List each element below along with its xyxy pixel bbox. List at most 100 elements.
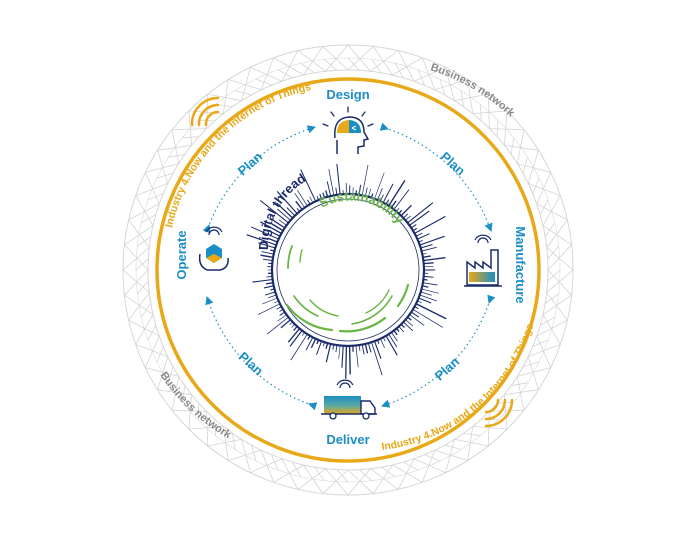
mesh-line — [413, 66, 446, 82]
operate-hand-icon — [198, 226, 229, 271]
burst-spike — [277, 314, 287, 322]
mesh-line — [460, 90, 465, 107]
burst-spike — [326, 181, 332, 197]
digital-thread-ring — [270, 192, 426, 348]
mesh-line — [181, 385, 186, 403]
mesh-line — [546, 219, 568, 248]
mesh-line — [182, 136, 199, 139]
mesh-line — [297, 50, 326, 72]
mesh-line — [277, 69, 293, 79]
burst-spike — [250, 226, 279, 240]
burst-spike — [358, 184, 362, 195]
stage-label-operate: Operate — [174, 230, 189, 279]
mesh-line — [144, 335, 160, 368]
burst-spike — [407, 202, 434, 224]
mesh-line — [168, 153, 185, 158]
mesh-line — [137, 236, 152, 247]
burst-spike — [309, 196, 314, 203]
mesh-line — [528, 182, 561, 197]
mesh-line — [157, 144, 192, 151]
mesh-line — [479, 104, 482, 121]
burst-spike — [270, 218, 286, 229]
burst-spike — [412, 309, 443, 328]
mesh-line — [511, 382, 528, 387]
mesh-line — [157, 356, 169, 390]
mesh-line — [255, 78, 272, 86]
burst-spike — [269, 230, 281, 237]
mesh-line — [370, 50, 399, 72]
mesh-line — [544, 222, 556, 237]
mesh-line — [303, 464, 324, 494]
burst-spike — [325, 343, 332, 363]
burst-spike — [371, 342, 383, 376]
mesh-line — [347, 469, 374, 494]
mesh-line — [489, 128, 524, 131]
mesh-line — [147, 193, 164, 201]
mesh-line — [413, 458, 446, 474]
mesh-line — [250, 444, 257, 462]
mesh-line — [547, 246, 560, 260]
mesh-line — [536, 319, 568, 337]
burst-spike — [267, 237, 278, 243]
mesh-line — [536, 335, 552, 368]
mesh-line — [141, 214, 156, 224]
mesh-line — [445, 439, 455, 473]
mesh-line — [322, 469, 349, 494]
mesh-line — [445, 67, 455, 101]
burst-spike — [361, 344, 365, 355]
burst-spike — [271, 223, 284, 232]
mesh-line — [241, 67, 251, 101]
mesh-line — [157, 389, 192, 396]
mesh-line — [489, 409, 524, 412]
mesh-line — [547, 244, 572, 271]
mesh-line — [527, 356, 539, 390]
burst-spike — [280, 319, 291, 329]
mesh-line — [504, 389, 539, 396]
burst-spike — [415, 232, 423, 237]
burst-spike — [380, 194, 384, 202]
burst-spike — [420, 244, 433, 249]
burst-spike — [345, 345, 348, 379]
mesh-line — [347, 44, 371, 72]
burst-spike — [382, 183, 394, 203]
burst-spike — [267, 294, 277, 299]
mesh-line — [172, 128, 207, 131]
burst-spike — [277, 208, 291, 221]
mesh-line — [397, 50, 415, 82]
mesh-line — [172, 409, 207, 412]
burst-spike — [265, 282, 274, 285]
mesh-line — [522, 361, 540, 368]
mesh-line — [370, 468, 399, 490]
mesh-line — [439, 78, 446, 96]
burst-spike — [336, 163, 341, 195]
burst-spike — [364, 343, 369, 354]
mesh-line — [228, 449, 262, 461]
mesh-line — [403, 461, 419, 471]
burst-spike — [373, 341, 382, 359]
mesh-line — [250, 458, 283, 474]
mesh-line — [394, 63, 404, 78]
mesh-line — [381, 466, 396, 478]
mesh-line — [536, 172, 552, 205]
mesh-line — [467, 426, 474, 461]
mesh-line — [397, 458, 415, 490]
mesh-line — [542, 225, 572, 246]
plan-label-bottom-left: Plan — [236, 349, 266, 379]
mesh-line — [546, 269, 574, 293]
mesh-line — [188, 394, 192, 430]
mesh-line — [281, 50, 299, 82]
burst-spike — [367, 343, 372, 353]
burst-spike — [361, 164, 369, 196]
mesh-line — [392, 464, 423, 483]
mesh-line — [434, 449, 468, 461]
mesh-line — [136, 280, 149, 294]
mesh-line — [250, 66, 283, 82]
mesh-line — [372, 46, 393, 76]
burst-spike — [259, 221, 282, 234]
mesh-line — [371, 59, 382, 74]
mesh-line — [128, 203, 160, 221]
burst-spike — [259, 199, 289, 224]
mesh-line — [228, 79, 262, 91]
mesh-line — [472, 426, 508, 430]
mesh-line — [324, 58, 338, 71]
